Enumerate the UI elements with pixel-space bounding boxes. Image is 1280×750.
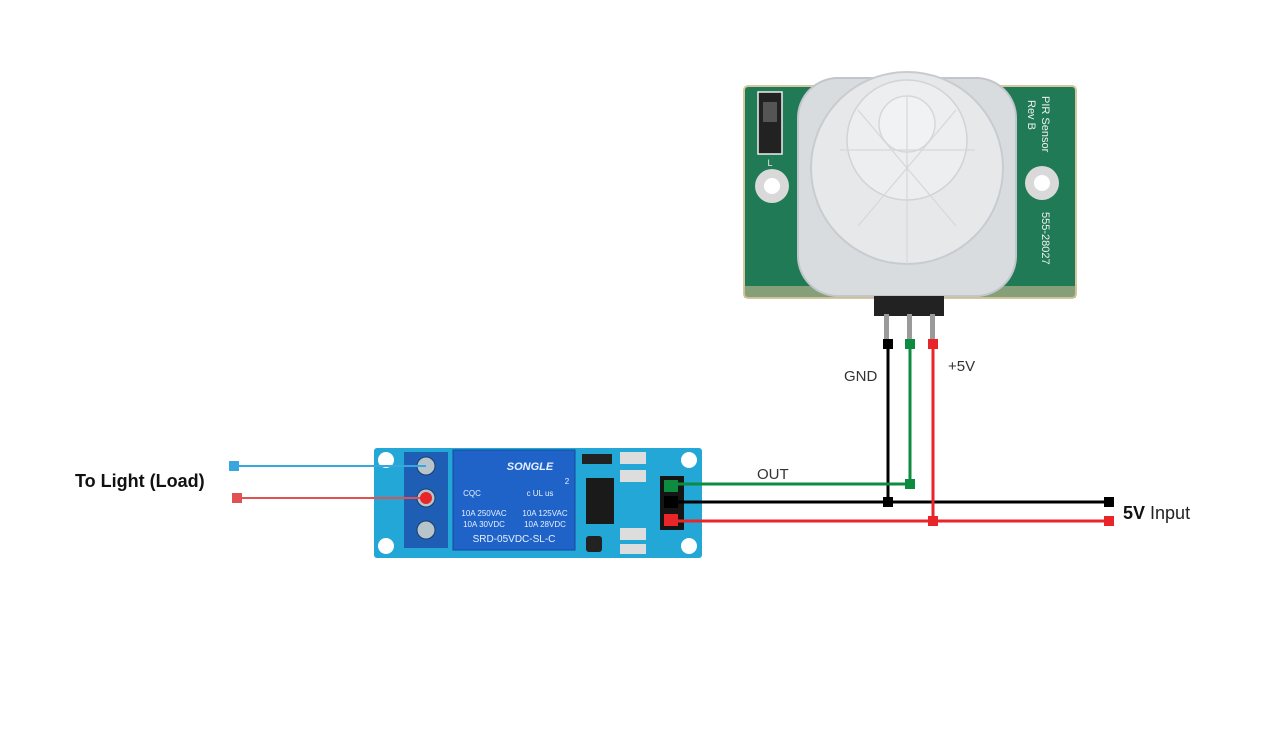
label-out: OUT	[757, 466, 789, 483]
relay-cqc-mark: CQC	[463, 489, 481, 498]
pir-pin-out	[907, 314, 912, 340]
node-input-vcc	[1104, 516, 1114, 526]
relay-optocoupler	[586, 478, 614, 524]
label-5v-input-bold: 5V	[1123, 503, 1145, 523]
wire-out	[672, 344, 912, 486]
node-gnd-junction	[883, 497, 893, 507]
pir-pin-vcc	[930, 314, 935, 340]
relay-rating-2: 10A 30VDC	[463, 520, 505, 529]
relay-rating-4: 10A 28VDC	[524, 520, 566, 529]
label-5v-input-rest: Input	[1145, 503, 1190, 523]
pir-silkscreen-name: PIR Sensor	[1039, 96, 1051, 153]
node-input-gnd	[1104, 497, 1114, 507]
pir-jumper-label-l: L	[767, 158, 772, 168]
relay-model: SRD-05VDC-SL-C	[473, 534, 556, 545]
wires	[229, 339, 1114, 526]
pir-silkscreen-rev: Rev B	[1025, 100, 1037, 130]
node-pir-vcc	[928, 339, 938, 349]
relay-rating-1: 10A 250VAC	[461, 509, 506, 518]
label-to-light: To Light (Load)	[75, 471, 205, 491]
pir-sensor: L PIR Sensor Rev B 555-28027	[743, 71, 1077, 340]
relay-ul-mark: c UL us	[527, 489, 554, 498]
pir-jumper	[757, 91, 783, 155]
node-load-red	[232, 493, 242, 503]
node-vcc-junction	[928, 516, 938, 526]
label-5v-input: 5V Input	[1123, 503, 1190, 523]
node-load-blue	[229, 461, 239, 471]
label-plus5v: +5V	[948, 358, 975, 375]
pir-pin-gnd	[884, 314, 889, 340]
label-gnd: GND	[844, 368, 878, 385]
relay-brand: SONGLE	[507, 461, 554, 473]
relay-rating-3: 10A 125VAC	[522, 509, 567, 518]
relay-body	[452, 449, 576, 551]
node-pir-gnd	[883, 339, 893, 349]
pir-pin-header	[874, 296, 944, 316]
node-pir-out	[905, 339, 915, 349]
node-out-junction	[905, 479, 915, 489]
relay-mark-num: 2	[565, 477, 570, 486]
relay-module: SONGLE CQC c UL us 2 10A 250VAC 10A 30VD…	[374, 448, 702, 558]
pir-silkscreen-part: 555-28027	[1039, 212, 1051, 265]
